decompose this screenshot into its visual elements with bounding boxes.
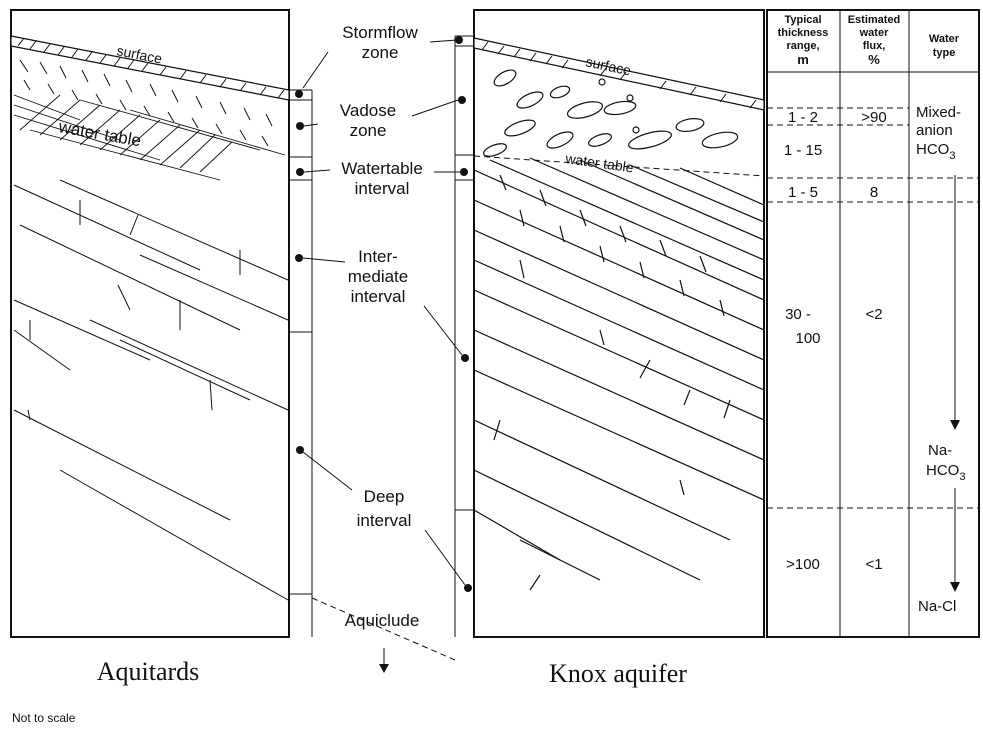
- row3-flux: 8: [870, 184, 878, 201]
- deep-label-line1: Deep: [364, 487, 405, 506]
- not-to-scale-note: Not to scale: [12, 711, 76, 725]
- thickness-header-line1: Typical: [784, 14, 821, 26]
- aquitards-water-table-label: water table: [56, 117, 142, 150]
- aquitards-watertable-dot: [296, 168, 304, 176]
- vadose-label-line1: Vadose: [340, 101, 396, 120]
- aquitards-profile-column: [288, 89, 456, 661]
- stormflow-label-line2: zone: [362, 43, 399, 62]
- deep-label-line2: interval: [357, 511, 412, 530]
- water-type-nahco3-line2: HCO3: [926, 462, 965, 483]
- row5-thickness: >100: [786, 556, 820, 573]
- water-type-mixed-line3: HCO3: [916, 141, 955, 162]
- row2-thickness: 1 - 15: [784, 142, 822, 159]
- aquitards-surface-band: [10, 35, 290, 101]
- knox-watertable-dot: [460, 168, 468, 176]
- water-type-mixed-line1: Mixed-: [916, 104, 961, 121]
- aquiclude-label: Aquiclude: [345, 611, 420, 630]
- watertable-label-line2: interval: [355, 179, 410, 198]
- flux-header-line1: Estimated: [848, 14, 901, 26]
- water-type-nacl: Na-Cl: [918, 598, 956, 615]
- knox-panel: surface water table: [473, 9, 765, 688]
- knox-fracture-blocks: [473, 157, 765, 591]
- zone-properties-table: Typical thickness range, m Estimated wat…: [766, 9, 980, 638]
- row4-thickness-line1: 30 -: [785, 306, 811, 323]
- water-type-nahco3-line1: Na-: [928, 442, 952, 459]
- row4-thickness-line2: 100: [795, 330, 820, 347]
- thickness-header-line2: thickness: [778, 27, 829, 39]
- flux-header-line3: flux,: [863, 40, 886, 52]
- water-type-arrow-2: [950, 582, 960, 592]
- aquitards-fractures: [13, 179, 289, 601]
- aquitards-intermediate-dot: [295, 254, 303, 262]
- flux-header-line2: water: [859, 27, 889, 39]
- aquitards-surface-hatch: [17, 37, 285, 99]
- knox-stormflow-dot: [455, 36, 463, 44]
- aquitards-vadose-texture: [19, 59, 273, 147]
- aquitards-stormflow-dot: [295, 90, 303, 98]
- knox-intermediate-dot: [461, 354, 469, 362]
- water-type-arrow-1: [950, 420, 960, 430]
- knox-profile-column: [454, 35, 475, 637]
- stormflow-label-line1: Stormflow: [342, 23, 418, 42]
- flux-header-line4: %: [868, 52, 880, 67]
- row5-flux: <1: [865, 556, 882, 573]
- knox-surface-hatch: [481, 41, 757, 109]
- intermediate-label-line2: mediate: [348, 267, 408, 286]
- aquitards-crosshatch: [13, 94, 286, 181]
- table-frame: [766, 9, 980, 638]
- aquitards-panel: surface water table: [10, 9, 290, 686]
- type-header-line1: Water: [929, 33, 960, 45]
- aquitards-deep-dot: [296, 446, 304, 454]
- thickness-header-line4: m: [797, 52, 809, 67]
- type-header-line2: type: [933, 47, 956, 59]
- row1-thickness: 1 - 2: [788, 109, 818, 126]
- water-type-mixed-line2: anion: [916, 122, 953, 139]
- aquiclude-arrow: [379, 664, 389, 673]
- aquitards-vadose-dot: [296, 122, 304, 130]
- row4-flux: <2: [865, 306, 882, 323]
- intermediate-label-line1: Inter-: [358, 247, 398, 266]
- knox-water-table-label: water table: [564, 150, 635, 176]
- intermediate-label-line3: interval: [351, 287, 406, 306]
- watertable-label-line1: Watertable: [341, 159, 423, 178]
- aquitards-frame: [10, 9, 290, 638]
- thickness-header-line3: range,: [786, 40, 819, 52]
- row1-flux: >90: [861, 109, 886, 126]
- zone-labels: Stormflow zone Vadose zone Watertable in…: [302, 23, 466, 673]
- row3-thickness: 1 - 5: [788, 184, 818, 201]
- vadose-label-line2: zone: [350, 121, 387, 140]
- knox-vadose-blobs: [482, 69, 739, 157]
- knox-water-table-line: [473, 155, 765, 177]
- knox-caption: Knox aquifer: [549, 659, 687, 688]
- knox-vadose-dot: [458, 96, 466, 104]
- knox-deep-dot: [464, 584, 472, 592]
- aquitards-caption: Aquitards: [97, 657, 200, 686]
